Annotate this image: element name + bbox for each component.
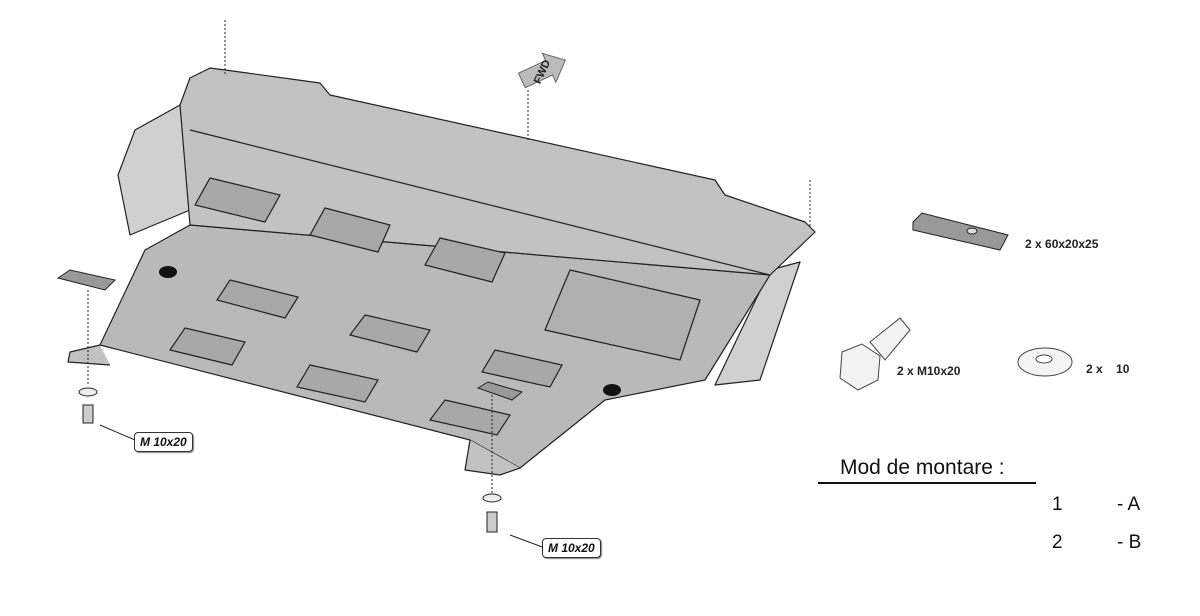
step-letter: - A [1117, 494, 1141, 515]
washer-label: 2 x 10 [1086, 362, 1130, 376]
bolt-callout-bottom: M 10x20 [542, 538, 601, 558]
washer-part-icon [1017, 347, 1073, 377]
bolt-label: 2 x M10x20 [897, 364, 961, 378]
mounting-title-underline [818, 482, 1036, 484]
left-flange [117, 104, 191, 236]
right-flange [714, 261, 801, 386]
bolt-callout-left: M 10x20 [134, 432, 193, 452]
access-hatch [544, 269, 701, 361]
embossed-recesses [169, 177, 563, 436]
plate-label: 2 x 60x20x25 [1025, 237, 1099, 251]
fwd-arrow-icon [517, 52, 567, 89]
step-number: 2 [1052, 532, 1063, 553]
plate-part-icon [912, 212, 1009, 251]
bolt-part-icon [839, 317, 911, 391]
step-letter: - B [1117, 532, 1142, 553]
mounting-title: Mod de montare : [840, 456, 1005, 479]
step-number: 1 [1052, 494, 1063, 515]
